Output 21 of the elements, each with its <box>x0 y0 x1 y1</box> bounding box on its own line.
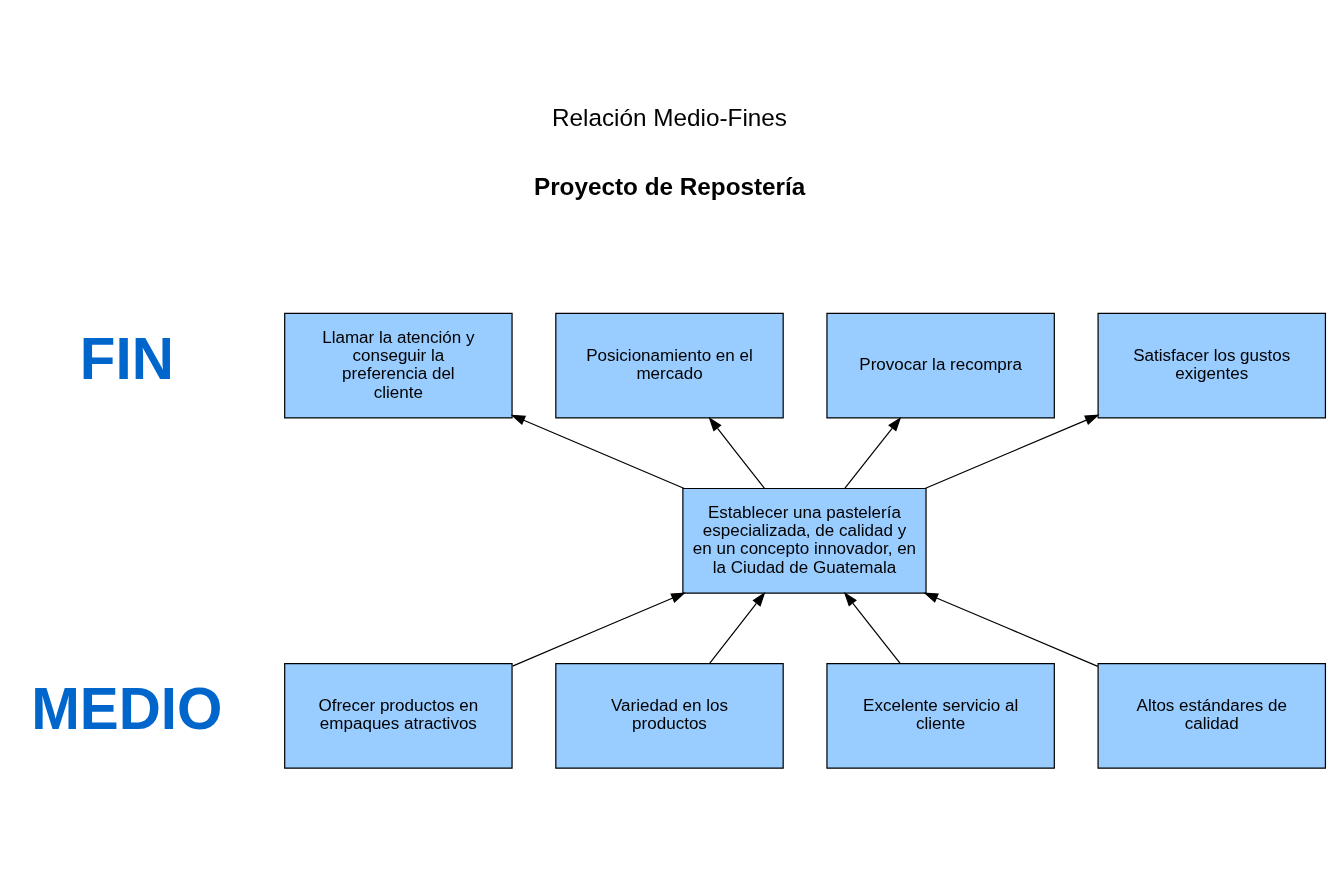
node-box: Establecer una pastelería especializada, de calidad y en un concepto innovador, en la Ciudad de Guatemala <box>682 487 927 594</box>
node-box: Posicionamiento en el mercado <box>555 312 784 419</box>
node-box: Provocar la recompra <box>826 312 1055 419</box>
arrow <box>843 591 901 664</box>
arrow <box>511 591 686 667</box>
node-box: Variedad en los productos <box>555 662 784 769</box>
arrow <box>924 414 1100 489</box>
label: MEDIO <box>31 675 223 741</box>
node-box: Excelente servicio al cliente <box>826 662 1055 769</box>
arrow <box>923 591 1099 667</box>
node-box: Satisfacer los gustos exigentes <box>1097 312 1327 419</box>
arrow <box>844 416 902 489</box>
node-box: Llamar la atención y conseguir la preferencia del cliente <box>284 312 513 419</box>
node-box: Ofrecer productos en empaques atractivos <box>284 662 513 769</box>
arrow <box>709 591 766 664</box>
label: FIN <box>79 325 174 391</box>
node-box: Altos estándares de calidad <box>1097 662 1327 769</box>
diagram-title: Relación Medio-Fines <box>552 103 787 131</box>
label: Proyecto de Repostería <box>533 172 806 200</box>
arrow <box>510 414 685 489</box>
arrow <box>708 416 765 489</box>
